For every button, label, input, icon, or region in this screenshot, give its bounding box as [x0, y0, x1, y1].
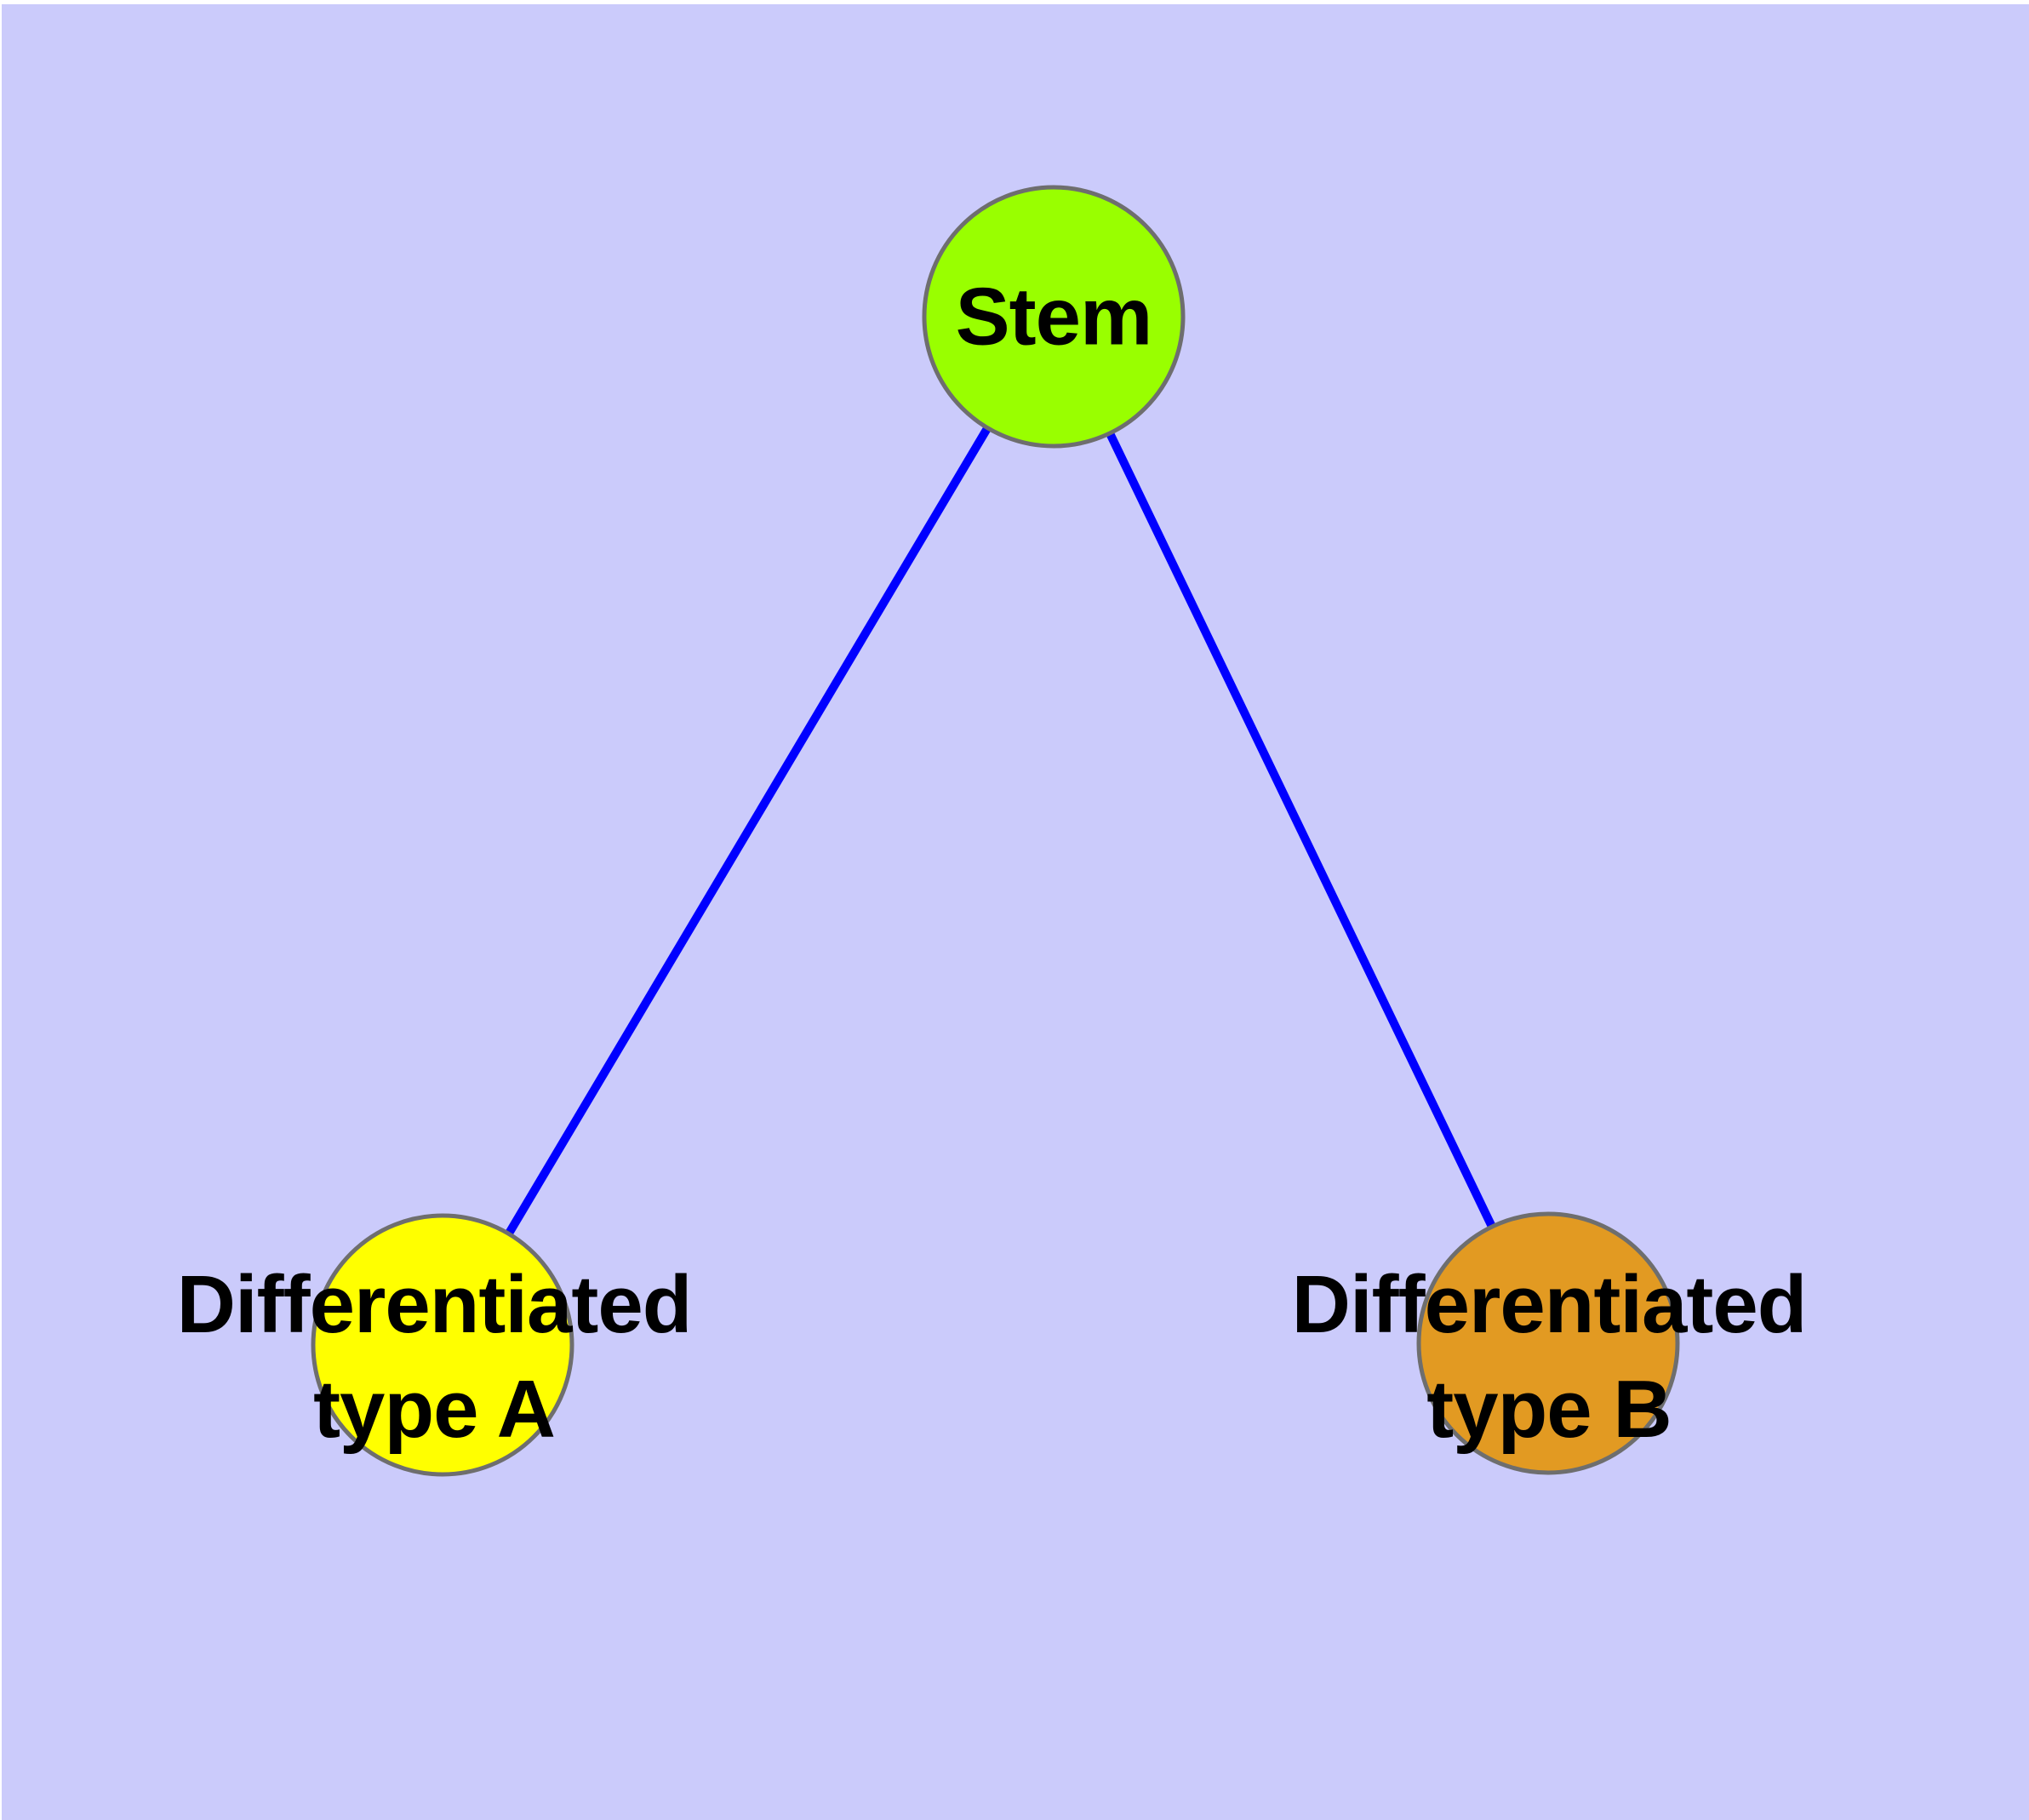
node-type-b-circle	[1416, 1211, 1680, 1475]
node-stem-circle	[922, 185, 1186, 449]
node-stem-label: Stem	[955, 271, 1153, 363]
edge-stem-to-type-a	[438, 314, 1058, 1348]
edge-stem-to-type-b	[1049, 314, 1552, 1346]
node-type-b-label: Differentiated type B	[1291, 1259, 1808, 1455]
node-type-a-label: Differentiated type A	[176, 1259, 693, 1455]
node-type-a-circle	[311, 1213, 574, 1477]
